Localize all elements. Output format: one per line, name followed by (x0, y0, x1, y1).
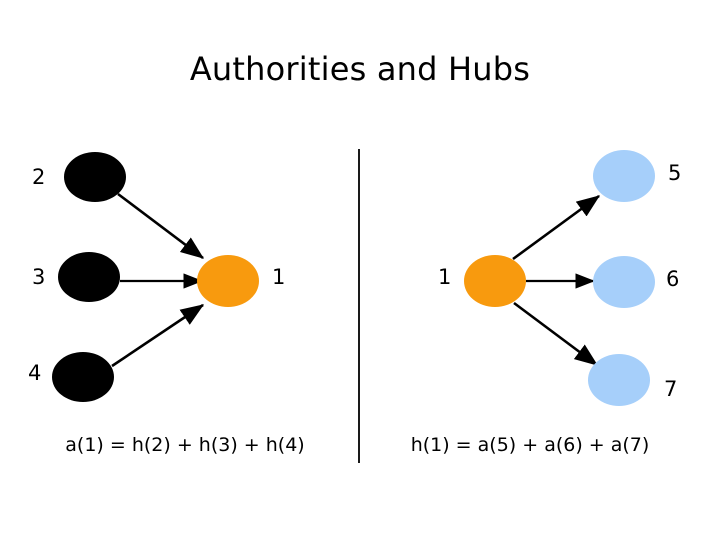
authority-node-4[interactable] (52, 352, 114, 402)
edge-1-to-5 (512, 194, 601, 261)
page-title: Authorities and Hubs (189, 50, 531, 88)
node-label-1-left: 1 (272, 265, 286, 289)
node-label-6: 6 (666, 267, 680, 291)
authority-formula-caption: a(1) = h(2) + h(3) + h(4) (65, 434, 305, 456)
center-node-right-1[interactable] (464, 255, 526, 307)
edge-1-to-7 (513, 301, 599, 367)
authority-node-3[interactable] (58, 252, 120, 302)
edge-4-to-1 (111, 303, 205, 368)
node-label-5: 5 (668, 161, 682, 185)
node-label-7: 7 (664, 377, 678, 401)
node-label-3: 3 (32, 265, 46, 289)
hub-node-7[interactable] (588, 354, 650, 406)
hub-node-5[interactable] (593, 150, 655, 202)
node-label-1-right: 1 (438, 265, 452, 289)
edge-2-to-1 (117, 192, 205, 260)
authority-node-2[interactable] (64, 152, 126, 202)
center-node-left-1[interactable] (197, 255, 259, 307)
node-label-4: 4 (28, 361, 42, 385)
node-label-2: 2 (32, 165, 46, 189)
hub-node-6[interactable] (593, 256, 655, 308)
hub-formula-caption: h(1) = a(5) + a(6) + a(7) (410, 434, 650, 456)
